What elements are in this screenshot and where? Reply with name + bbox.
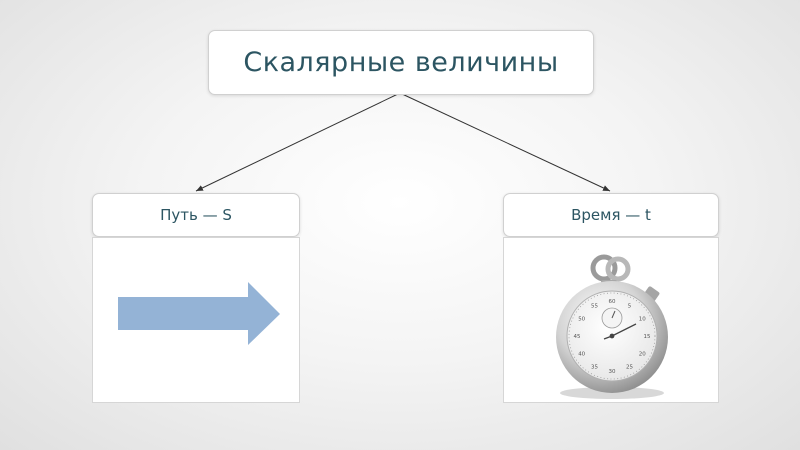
dial-number: 60 xyxy=(609,299,616,305)
stopwatch-dial: 60 5 10 15 20 25 30 35 40 45 50 55 xyxy=(574,299,651,375)
dial-number: 25 xyxy=(626,364,633,370)
dial-number: 5 xyxy=(628,304,632,310)
connector-left xyxy=(195,92,401,192)
connector-right xyxy=(399,92,611,192)
path-label: Путь — S xyxy=(160,206,232,224)
time-panel: 60 5 10 15 20 25 30 35 40 45 50 55 xyxy=(503,237,719,403)
title-box: Скалярные величины xyxy=(208,30,594,95)
time-label: Время — t xyxy=(571,206,651,224)
dial-number: 10 xyxy=(639,317,646,323)
stopwatch-icon: 60 5 10 15 20 25 30 35 40 45 50 55 xyxy=(556,254,668,399)
time-label-box: Время — t xyxy=(503,193,719,237)
dial-number: 20 xyxy=(639,352,646,358)
arrow-right-icon xyxy=(118,282,280,345)
diagram-title: Скалярные величины xyxy=(243,47,559,78)
dial-number: 55 xyxy=(591,304,598,310)
path-label-box: Путь — S xyxy=(92,193,300,237)
dial-number: 35 xyxy=(591,364,598,370)
dial-number: 40 xyxy=(578,352,585,358)
dial-number: 30 xyxy=(609,369,616,375)
path-panel xyxy=(92,237,300,403)
dial-number: 45 xyxy=(574,334,581,340)
dial-number: 15 xyxy=(644,334,651,340)
dial-number: 50 xyxy=(578,317,585,323)
